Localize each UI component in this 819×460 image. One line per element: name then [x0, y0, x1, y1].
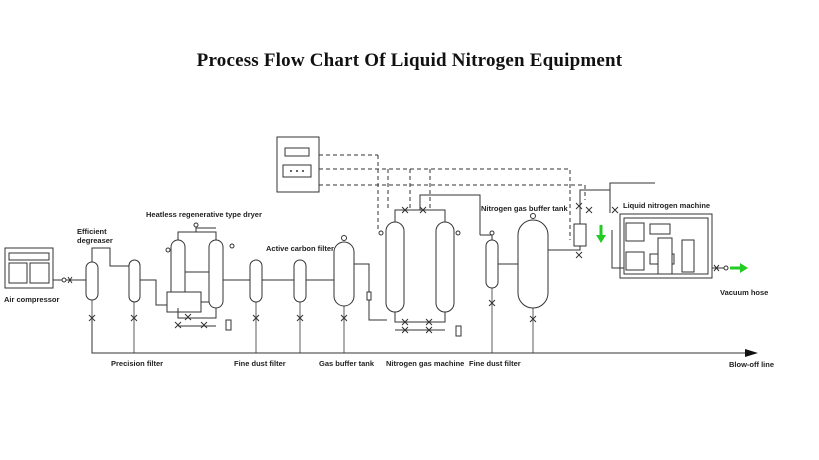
vacuum-hose-label: Vacuum hose — [720, 288, 768, 297]
liquid-nitrogen-machine-label: Liquid nitrogen machine — [623, 201, 710, 210]
nitrogen-gas-machine-label: Nitrogen gas machine — [386, 359, 464, 368]
fine-dust-filter-2-label: Fine dust filter — [469, 359, 521, 368]
active-carbon-filter — [293, 259, 334, 322]
precision-filter-label: Precision filter — [111, 359, 163, 368]
control-cabinet — [276, 136, 320, 193]
nitrogen-gas-buffer-tank — [517, 189, 619, 323]
air-compressor-label: Air compressor — [4, 295, 60, 304]
precision-filter — [128, 259, 167, 322]
check-valve-1 — [61, 276, 73, 284]
gas-buffer-tank-label: Gas buffer tank — [319, 359, 375, 368]
control-signal-lines — [319, 154, 586, 240]
efficient-degreaser-label-1: Efficient — [77, 227, 107, 236]
page-title: Process Flow Chart Of Liquid Nitrogen Eq… — [196, 50, 623, 71]
blow-off-line-label: Blow-off line — [729, 360, 774, 369]
liquid-flow-arrow-icon — [596, 225, 606, 243]
efficient-degreaser-label-2: degreaser — [77, 236, 113, 245]
heatless-regenerative-dryer — [165, 222, 250, 331]
nitrogen-gas-buffer-tank-label: Nitrogen gas buffer tank — [481, 204, 569, 213]
vacuum-flow-arrow-icon — [730, 263, 748, 273]
active-carbon-filter-label: Active carbon filter — [266, 244, 334, 253]
gas-buffer-tank — [333, 235, 387, 322]
efficient-degreaser — [85, 247, 129, 322]
nitrogen-gas-machine — [378, 194, 481, 337]
fine-dust-filter-1-label: Fine dust filter — [234, 359, 286, 368]
blow-off-line — [91, 308, 758, 357]
fine-dust-filter-2 — [480, 230, 518, 308]
liquid-nitrogen-machine — [609, 182, 729, 279]
dryer-label: Heatless regenerative type dryer — [146, 210, 262, 219]
fine-dust-filter-1 — [249, 259, 294, 322]
air-compressor — [4, 247, 54, 289]
